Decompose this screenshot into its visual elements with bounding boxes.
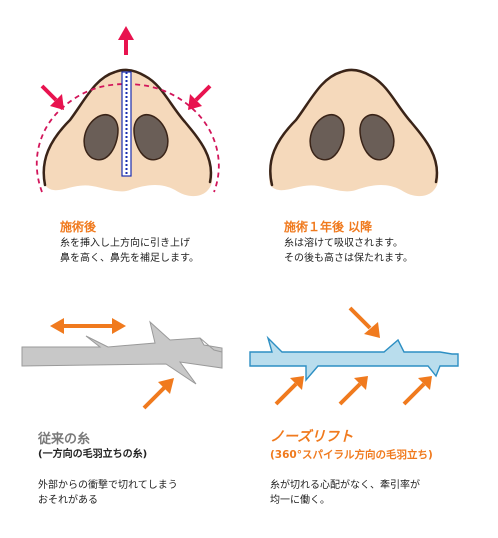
noselift-line-1: 糸が切れる心配がなく、牽引率が bbox=[270, 480, 420, 491]
inward-arrow-right-icon bbox=[188, 84, 212, 110]
inserted-thread bbox=[121, 71, 132, 177]
pull-arrow-1-icon bbox=[274, 376, 304, 406]
noselift-subtitle: (360°スパイラル方向の毛羽立ち) bbox=[270, 449, 433, 461]
inward-arrow-left-icon bbox=[40, 84, 64, 110]
after-op-title: 施術後 bbox=[60, 220, 97, 234]
after-op-line-1: 糸を挿入し上方向に引き上げ bbox=[60, 238, 190, 249]
one-year-title: 施術１年後 以降 bbox=[284, 220, 373, 234]
one-year-line-2: その後も高さは保たれます。 bbox=[284, 253, 413, 264]
pull-arrow-2-icon bbox=[338, 376, 368, 406]
left-nostril bbox=[83, 114, 119, 161]
impact-arrow-icon bbox=[142, 378, 174, 410]
conventional-title: 従来の糸 bbox=[38, 432, 91, 447]
right-nostril bbox=[359, 114, 395, 161]
nose-shape bbox=[269, 69, 439, 197]
noselift-line-2: 均一に働く。 bbox=[270, 495, 330, 506]
conventional-line-2: おそれがある bbox=[38, 495, 98, 506]
noselift-title: ノーズリフト bbox=[270, 429, 354, 445]
after-op-line-2: 鼻を高く、鼻先を補足します。 bbox=[60, 253, 199, 264]
upward-arrow-icon bbox=[118, 26, 134, 55]
conventional-subtitle: (一方向の毛羽立ちの糸) bbox=[38, 449, 148, 460]
pull-arrow-3-icon bbox=[402, 376, 432, 406]
one-year-line-1: 糸は溶けて吸収されます。 bbox=[284, 238, 403, 249]
pull-arrow-top-icon bbox=[348, 306, 380, 338]
conventional-line-1: 外部からの衝撃で切れてしまう bbox=[38, 480, 178, 491]
double-arrow-icon bbox=[50, 318, 126, 334]
blue-thread bbox=[249, 335, 459, 382]
lifted-contour-dashed bbox=[35, 83, 220, 193]
right-nostril bbox=[133, 114, 169, 161]
gray-thread bbox=[21, 320, 223, 385]
left-nostril bbox=[309, 114, 345, 161]
